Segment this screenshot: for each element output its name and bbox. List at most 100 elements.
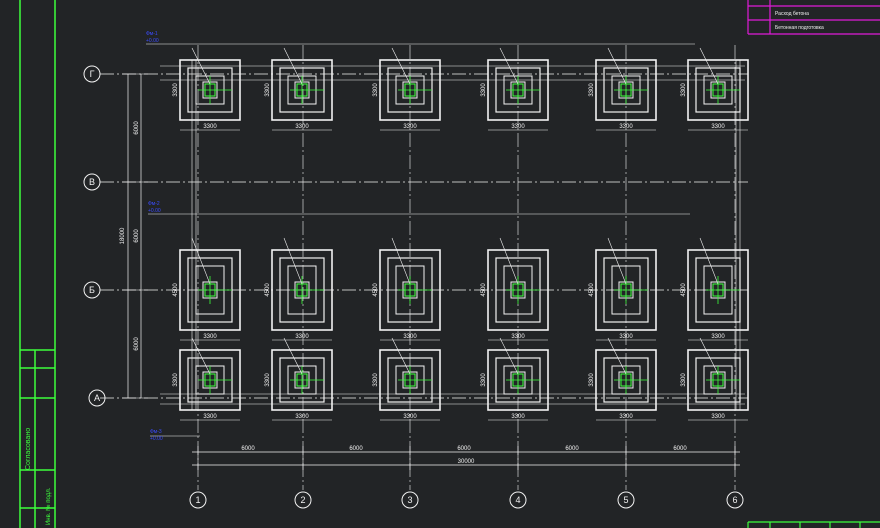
footing-b-4: 3300 4500 — [481, 237, 549, 341]
axis-bubble-a: А — [88, 389, 106, 407]
dimension-lines — [122, 73, 740, 470]
footing-width-label: 3300 — [711, 124, 725, 130]
footing-width-label: 3300 — [295, 414, 309, 420]
axis-grid — [100, 43, 748, 490]
svg-text:А: А — [94, 393, 100, 403]
footing-height-label: 4500 — [681, 283, 687, 297]
dim-bay-b-a: 6000 — [134, 337, 140, 351]
svg-text:3: 3 — [407, 495, 412, 505]
left-frame — [19, 0, 56, 528]
svg-text:1: 1 — [195, 495, 200, 505]
footing-width-label: 3300 — [711, 414, 725, 420]
footing-a-3: 3300 3300 — [373, 337, 441, 421]
footing-height-label: 3300 — [681, 373, 687, 387]
footing-height-label: 3300 — [173, 373, 179, 387]
footing-width-label: 3300 — [295, 124, 309, 130]
axis-bubble-3: 3 — [401, 491, 419, 509]
footing-g-4: 3300 3300 — [481, 47, 549, 131]
dim-bay-2: 6000 — [349, 446, 363, 452]
footing-g-1: 3300 3300 — [173, 47, 241, 131]
footing-width-label: 3300 — [619, 124, 633, 130]
title-row-prep: Бетонная подготовка — [775, 25, 824, 31]
side-stamp-inv: Инв. № подл. — [45, 487, 52, 525]
footing-b-2: 3300 4500 — [265, 237, 333, 341]
footing-width-label: 3300 — [619, 334, 633, 340]
footing-width-label: 3300 — [403, 334, 417, 340]
axis-bubble-2: 2 — [294, 491, 312, 509]
footing-width-label: 3300 — [203, 414, 217, 420]
footing-height-label: 4500 — [589, 283, 595, 297]
footing-a-4: 3300 3300 — [481, 337, 549, 421]
footing-width-label: 3300 — [203, 124, 217, 130]
footing-a-5: 3300 3300 — [589, 337, 657, 421]
dim-bay-5: 6000 — [673, 446, 687, 452]
svg-text:+0.00: +0.00 — [150, 436, 163, 442]
bottom-stamp — [747, 521, 880, 528]
footing-b-6: 3300 4500 — [681, 237, 749, 341]
footing-height-label: 3300 — [373, 83, 379, 97]
footing-height-label: 3300 — [589, 373, 595, 387]
dim-bay-1: 6000 — [241, 446, 255, 452]
footing-a-6: 3300 3300 — [681, 337, 749, 421]
svg-text:Г: Г — [90, 69, 95, 79]
svg-text:+0.00: +0.00 — [148, 208, 161, 214]
axis-bubble-b: Б — [83, 281, 101, 299]
footing-b-5: 3300 4500 — [589, 237, 657, 341]
footing-g-5: 3300 3300 — [589, 47, 657, 131]
dim-bay-v-b: 6000 — [134, 229, 140, 243]
footing-width-label: 3300 — [511, 334, 525, 340]
footing-height-label: 3300 — [373, 373, 379, 387]
footing-width-label: 3300 — [403, 414, 417, 420]
axis-bubble-6: 6 — [726, 491, 744, 509]
svg-text:Фм-2: Фм-2 — [148, 201, 160, 207]
footing-width-label: 3300 — [511, 124, 525, 130]
footing-height-label: 4500 — [173, 283, 179, 297]
svg-text:2: 2 — [300, 495, 305, 505]
title-block — [747, 0, 880, 35]
footing-height-label: 3300 — [265, 373, 271, 387]
footing-width-label: 3300 — [295, 334, 309, 340]
side-stamp-agreed: Согласовано — [25, 428, 32, 470]
axis-bubble-v: В — [83, 173, 101, 191]
footing-height-label: 3300 — [589, 83, 595, 97]
dim-total-length: 30000 — [458, 459, 475, 465]
svg-text:В: В — [89, 177, 95, 187]
footing-mark-b: Фм-2 +0.00 — [148, 201, 161, 214]
footing-g-2: 3300 3300 — [265, 47, 333, 131]
axis-bubble-g: Г — [83, 65, 101, 83]
footing-a-1: 3300 3300 — [173, 337, 241, 421]
axis-bubble-5: 5 — [617, 491, 635, 509]
footing-height-label: 3300 — [481, 83, 487, 97]
footing-width-label: 3300 — [711, 334, 725, 340]
footing-height-label: 3300 — [265, 83, 271, 97]
footing-b-1: 3300 4500 — [173, 237, 241, 341]
axis-bubble-1: 1 — [189, 491, 207, 509]
footing-width-label: 3300 — [511, 414, 525, 420]
footing-height-label: 4500 — [481, 283, 487, 297]
footings: 3300330033003300330033003300330033003300… — [173, 47, 749, 421]
dim-total-width: 18000 — [120, 227, 126, 244]
footing-width-label: 3300 — [619, 414, 633, 420]
footing-mark-g: Фм-1 +0.00 — [146, 31, 159, 44]
footing-width-label: 3300 — [203, 334, 217, 340]
footing-height-label: 3300 — [681, 83, 687, 97]
footing-width-label: 3300 — [403, 124, 417, 130]
footing-g-3: 3300 3300 — [373, 47, 441, 131]
dim-bay-3: 6000 — [457, 446, 471, 452]
title-row-concrete: Расход бетона — [775, 11, 809, 17]
footing-height-label: 3300 — [481, 373, 487, 387]
axis-bubble-4: 4 — [509, 491, 527, 509]
svg-text:+0.00: +0.00 — [146, 38, 159, 44]
dim-bay-4: 6000 — [565, 446, 579, 452]
dim-bay-g-v: 6000 — [134, 121, 140, 135]
svg-text:5: 5 — [623, 495, 628, 505]
svg-text:6: 6 — [732, 495, 737, 505]
svg-text:Фм-1: Фм-1 — [146, 31, 158, 37]
footing-height-label: 4500 — [265, 283, 271, 297]
footing-height-label: 3300 — [173, 83, 179, 97]
footing-g-6: 3300 3300 — [681, 47, 749, 131]
svg-text:Б: Б — [89, 285, 95, 295]
